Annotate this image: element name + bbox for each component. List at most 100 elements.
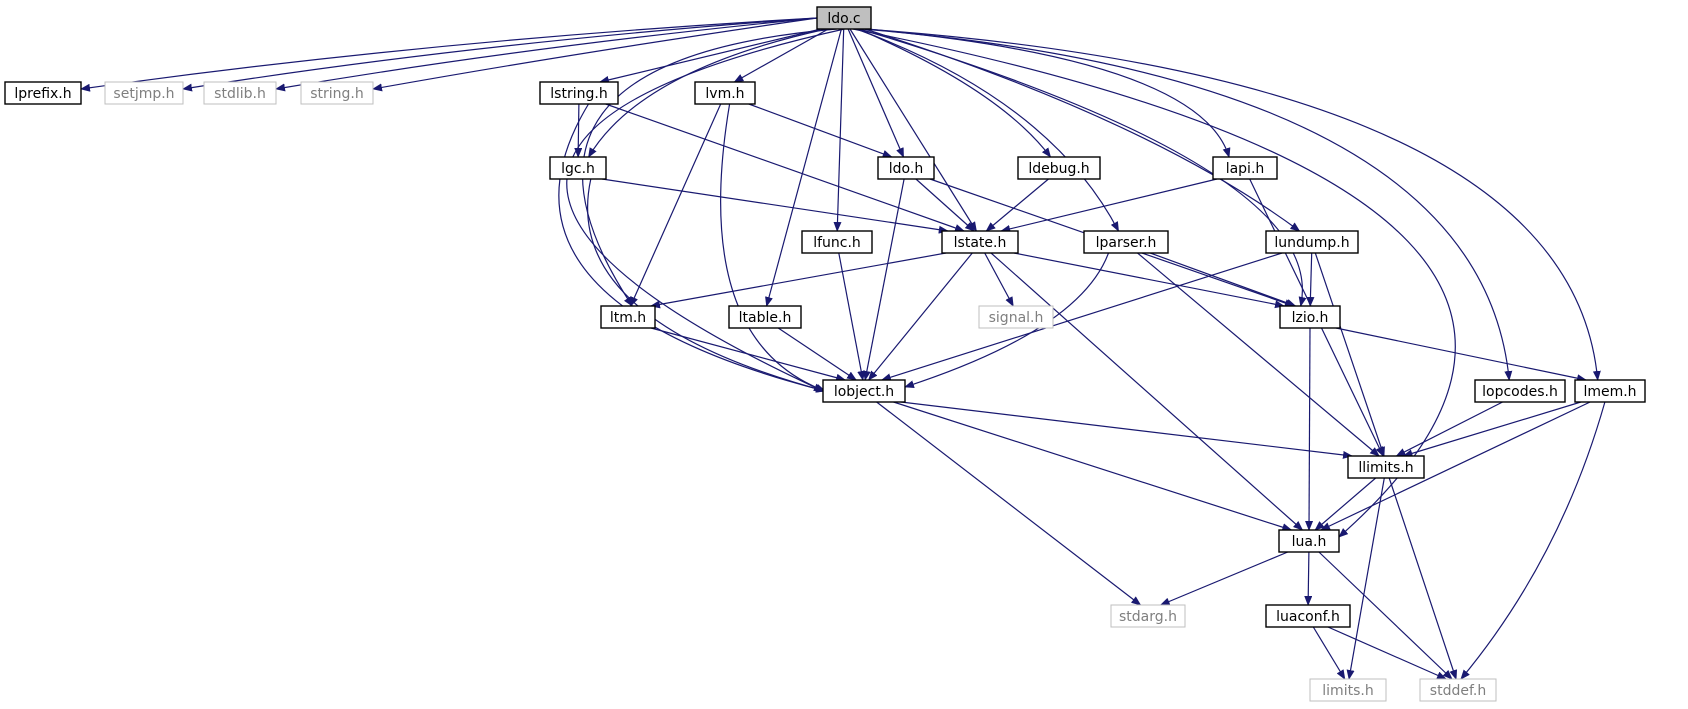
node-box[interactable]: [1309, 678, 1387, 702]
node-lopcodes-h[interactable]: lopcodes.h: [1474, 379, 1566, 403]
node-lgc-h[interactable]: lgc.h: [549, 156, 607, 180]
node-setjmp-h[interactable]: setjmp.h: [104, 81, 184, 105]
node-box[interactable]: [1419, 678, 1497, 702]
node-string-h[interactable]: string.h: [300, 81, 374, 105]
node-box[interactable]: [4, 81, 82, 105]
node-ltm-h[interactable]: ltm.h: [600, 305, 656, 329]
edge-lvm-h-to-lobject-h: [720, 103, 826, 392]
edge-ldo-c-to-lstring-h: [598, 28, 822, 84]
node-lobject-h[interactable]: lobject.h: [822, 379, 906, 403]
node-box[interactable]: [300, 81, 374, 105]
node-lparser-h[interactable]: lparser.h: [1083, 230, 1169, 254]
node-lstate-h[interactable]: lstate.h: [941, 230, 1019, 254]
node-box[interactable]: [941, 230, 1019, 254]
node-box[interactable]: [816, 6, 872, 30]
edge-ldo-c-to-lstate-h: [849, 28, 977, 232]
node-label: lapi.h: [1226, 161, 1265, 177]
node-label: lua.h: [1292, 534, 1327, 550]
node-stdlib-h[interactable]: stdlib.h: [203, 81, 277, 105]
node-box[interactable]: [1212, 156, 1278, 180]
edge-lstate-h-to-lzio-h: [1013, 252, 1285, 309]
node-lzio-h[interactable]: lzio.h: [1279, 305, 1341, 329]
node-box[interactable]: [1083, 230, 1169, 254]
node-label: ldo.c: [827, 11, 860, 27]
node-llimits-h[interactable]: llimits.h: [1347, 455, 1425, 479]
edge-lfunc-h-to-lobject-h: [838, 252, 866, 381]
edge-ldo-c-to-lmem-h: [864, 28, 1601, 381]
edge-lstring-h-to-lstate-h: [605, 103, 965, 232]
edge-ldo-c-to-lvm-h: [733, 28, 829, 83]
node-box[interactable]: [539, 81, 619, 105]
node-box[interactable]: [1265, 230, 1359, 254]
node-ldebug-h[interactable]: ldebug.h: [1017, 156, 1101, 180]
node-lua-h[interactable]: lua.h: [1278, 529, 1340, 553]
node-signal-h[interactable]: signal.h: [978, 305, 1054, 329]
node-limits-h[interactable]: limits.h: [1309, 678, 1387, 702]
node-lstring-h[interactable]: lstring.h: [539, 81, 619, 105]
node-box[interactable]: [694, 81, 756, 105]
node-box[interactable]: [104, 81, 184, 105]
edge-lstate-h-to-lobject-h: [867, 252, 973, 381]
node-box[interactable]: [801, 230, 873, 254]
node-lmem-h[interactable]: lmem.h: [1574, 379, 1646, 403]
node-label: ltm.h: [610, 310, 646, 326]
node-stdarg-h[interactable]: stdarg.h: [1110, 604, 1186, 628]
edge-ldo-c-to-ldo-h: [847, 28, 905, 158]
node-label: lgc.h: [561, 161, 595, 177]
node-label: lopcodes.h: [1482, 384, 1558, 400]
node-luaconf-h[interactable]: luaconf.h: [1265, 604, 1351, 628]
edge-lzio-h-to-lmem-h: [1335, 327, 1587, 383]
node-label: lmem.h: [1583, 384, 1636, 400]
node-box[interactable]: [1347, 455, 1425, 479]
edge-lua-h-to-stddef-h: [1318, 551, 1453, 680]
edge-ldo-c-to-ltable-h: [765, 28, 842, 307]
edge-ldo-c-to-stdlib-h: [275, 17, 818, 92]
node-ldo-c[interactable]: ldo.c: [816, 6, 872, 30]
edge-lgc-h-to-lstate-h: [601, 178, 949, 234]
edge-llimits-h-to-stddef-h: [1388, 477, 1458, 680]
node-lfunc-h[interactable]: lfunc.h: [801, 230, 873, 254]
node-box[interactable]: [600, 305, 656, 329]
edge-ldo-c-to-string-h: [372, 17, 818, 92]
edge-ldo-c-to-lparser-h: [856, 28, 1120, 232]
edge-ldo-c-to-ldebug-h: [857, 28, 1052, 158]
node-box[interactable]: [1265, 604, 1351, 628]
node-label: setjmp.h: [113, 86, 174, 102]
node-box[interactable]: [549, 156, 607, 180]
node-stddef-h[interactable]: stddef.h: [1419, 678, 1497, 702]
node-label: lstate.h: [954, 235, 1007, 251]
edge-lua-h-to-stdarg-h: [1159, 551, 1289, 606]
node-ltable-h[interactable]: ltable.h: [728, 305, 802, 329]
edge-llimits-h-to-limits-h: [1346, 477, 1385, 680]
node-label: lvm.h: [705, 86, 744, 102]
node-box[interactable]: [1278, 529, 1340, 553]
edge-lundump-h-to-lzio-h: [1306, 252, 1315, 307]
node-lprefix-h[interactable]: lprefix.h: [4, 81, 82, 105]
node-box[interactable]: [728, 305, 802, 329]
node-box[interactable]: [1574, 379, 1646, 403]
edge-lparser-h-to-lzio-h: [1149, 252, 1297, 307]
node-lapi-h[interactable]: lapi.h: [1212, 156, 1278, 180]
edge-llimits-h-to-lua-h: [1314, 477, 1377, 531]
node-lvm-h[interactable]: lvm.h: [694, 81, 756, 105]
node-box[interactable]: [1017, 156, 1101, 180]
node-box[interactable]: [1279, 305, 1341, 329]
node-box[interactable]: [978, 305, 1054, 329]
edge-lstate-h-to-lua-h: [990, 252, 1304, 531]
node-box[interactable]: [1474, 379, 1566, 403]
node-box[interactable]: [877, 156, 935, 180]
node-box[interactable]: [203, 81, 277, 105]
node-box[interactable]: [822, 379, 906, 403]
file-nodes: ldo.c lprefix.h setjmp.h stdlib.h string.h ls…: [4, 6, 1646, 702]
node-box[interactable]: [1110, 604, 1186, 628]
edge-ldo-c-to-lobject-h: [566, 28, 845, 392]
edge-lobject-h-to-lua-h: [893, 401, 1293, 532]
edge-luaconf-h-to-limits-h: [1312, 626, 1346, 680]
edge-lstring-h-to-lgc-h: [574, 103, 583, 158]
node-lundump-h[interactable]: lundump.h: [1265, 230, 1359, 254]
node-ldo-h[interactable]: ldo.h: [877, 156, 935, 180]
edge-lgc-h-to-lobject-h: [586, 178, 826, 393]
node-label: lobject.h: [834, 384, 894, 400]
node-label: stddef.h: [1430, 683, 1486, 699]
